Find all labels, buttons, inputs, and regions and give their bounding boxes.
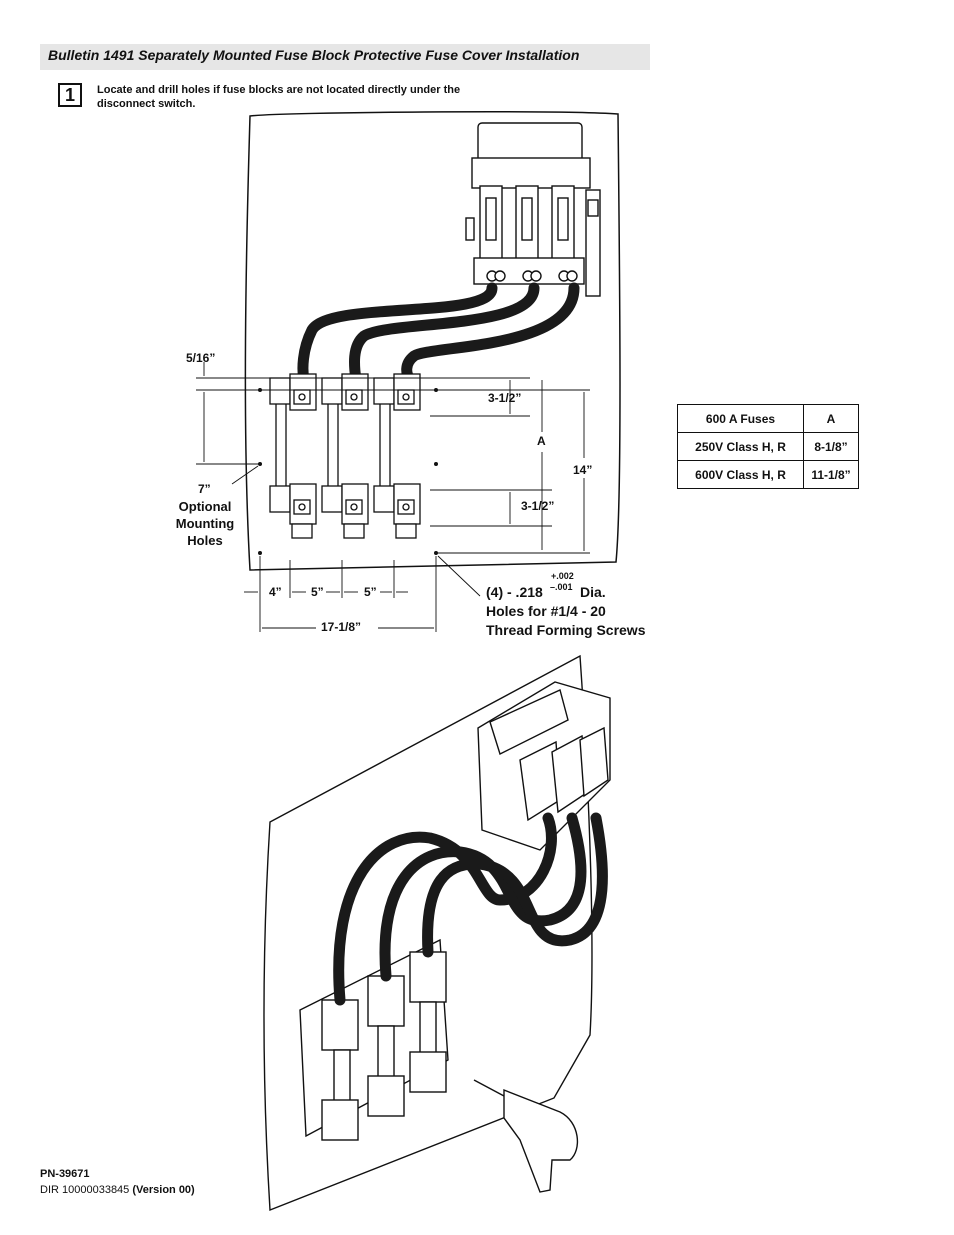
table-header-cell: A xyxy=(803,404,859,433)
dim-14: 14” xyxy=(573,463,593,477)
dim-7: 7” xyxy=(198,482,211,496)
dim-3-1-2-bottom: 3-1/2” xyxy=(521,499,555,513)
dim-5-16: 5/16” xyxy=(186,351,216,365)
table-row: 250V Class H, R 8-1/8” xyxy=(677,432,859,461)
table-cell: 250V Class H, R xyxy=(677,432,804,461)
hole-spec-dia: Dia. xyxy=(580,584,606,600)
table-cell: 8-1/8” xyxy=(803,432,859,461)
document-id: DIR 10000033845 (Version 00) xyxy=(40,1184,195,1196)
dim-5-second: 5” xyxy=(364,585,377,599)
tolerance-minus: –.001 xyxy=(550,582,573,592)
fuse-table: 600 A Fuses A 250V Class H, R 8-1/8” 600… xyxy=(677,404,859,489)
dim-a: A xyxy=(537,434,546,448)
step-number: 1 xyxy=(58,83,82,107)
table-cell: 600V Class H, R xyxy=(677,460,804,489)
table-row: 600V Class H, R 11-1/8” xyxy=(677,460,859,489)
table-header-row: 600 A Fuses A xyxy=(677,404,859,433)
document-version: (Version 00) xyxy=(132,1184,195,1196)
part-number: PN-39671 xyxy=(40,1168,90,1180)
document-dir: DIR 10000033845 xyxy=(40,1184,130,1196)
dim-3-1-2-top: 3-1/2” xyxy=(488,391,522,405)
dim-17-1-8: 17-1/8” xyxy=(321,620,362,634)
enclosure-panel xyxy=(244,111,621,571)
drill xyxy=(473,1079,579,1193)
dimension-lines xyxy=(196,362,590,632)
isometric-cables xyxy=(333,812,608,1006)
optional-mounting-holes-label: Optional Mounting Holes xyxy=(175,499,235,548)
hole-spec-line3: Thread Forming Screws xyxy=(486,622,646,638)
hole-spec-prefix: (4) - .218 xyxy=(486,584,543,600)
step-instruction: Locate and drill holes if fuse blocks ar… xyxy=(97,84,461,110)
cables xyxy=(297,282,580,386)
dim-4: 4” xyxy=(269,585,282,599)
dim-5-first: 5” xyxy=(311,585,324,599)
table-header-cell: 600 A Fuses xyxy=(677,404,804,433)
page-title: Bulletin 1491 Separately Mounted Fuse Bl… xyxy=(40,44,650,70)
hole-spec-line2: Holes for #1/4 - 20 xyxy=(486,603,606,619)
table-cell: 11-1/8” xyxy=(803,460,859,489)
disconnect-switch xyxy=(465,122,601,297)
tolerance-plus: +.002 xyxy=(551,571,574,581)
fuse-blocks xyxy=(269,373,421,539)
